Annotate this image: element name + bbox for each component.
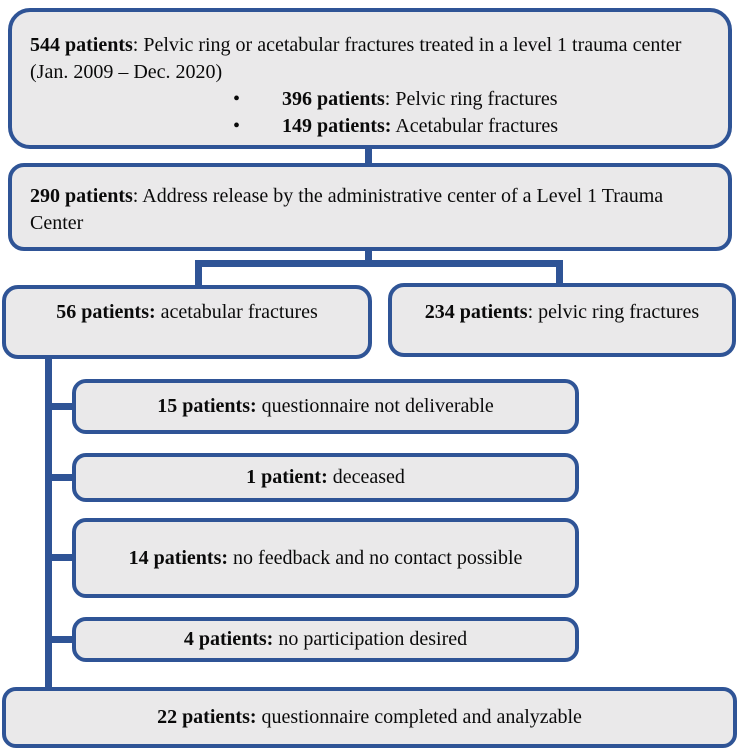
bullet-text: 149 patients: Acetabular fractures: [282, 113, 558, 140]
connector-stub-no-participation: [50, 636, 74, 643]
exclusion-text: 1 patient: deceased: [246, 464, 405, 491]
patient-count: 396 patients: [282, 88, 385, 110]
bullet-text: 396 patients: Pelvic ring fractures: [282, 86, 558, 113]
patient-desc: questionnaire not deliverable: [256, 395, 494, 417]
patient-count: 290 patients: [30, 185, 133, 207]
patient-count: 14 patients:: [128, 546, 229, 569]
connector-total-to-release: [365, 147, 372, 165]
patient-count: 1 patient:: [246, 466, 328, 488]
final-text: 22 patients: questionnaire completed and…: [157, 704, 582, 731]
connector-split-right-drop: [556, 260, 563, 285]
box-deceased: 1 patient: deceased: [72, 453, 579, 502]
patient-desc: acetabular fractures: [155, 301, 318, 323]
box-pelvic-ring-fractures: 234 patients: pelvic ring fractures: [388, 283, 736, 357]
connector-stub-not-deliverable: [50, 403, 74, 410]
patient-desc: : Pelvic ring or acetabular fractures tr…: [30, 34, 682, 83]
box-no-feedback-no-contact: 14 patients: no feedback and no contact …: [72, 518, 579, 598]
box-questionnaire-not-deliverable: 15 patients: questionnaire not deliverab…: [72, 379, 579, 434]
patient-desc: no participation desired: [273, 628, 468, 650]
box-enrollment-total: 544 patients: Pelvic ring or acetabular …: [8, 8, 732, 149]
connector-stub-no-feedback: [50, 554, 74, 561]
patient-count: 149 patients:: [282, 115, 392, 137]
connector-stub-deceased: [50, 474, 74, 481]
patient-count: 234 patients: [424, 301, 528, 323]
exclusion-text: 14 patients: no feedback and no contact …: [129, 545, 523, 572]
patient-desc: deceased: [327, 466, 405, 488]
connector-split-bar: [195, 260, 563, 267]
patient-desc: : Address release by the administrative …: [30, 185, 664, 234]
patient-desc: : pelvic ring fractures: [527, 301, 700, 323]
connector-split-left-drop: [195, 260, 202, 287]
patient-count: 15 patients:: [157, 395, 257, 417]
patient-desc: : Pelvic ring fractures: [384, 88, 558, 110]
bullet-icon: •: [233, 115, 241, 137]
box-no-participation-desired: 4 patients: no participation desired: [72, 617, 579, 662]
box-address-release: 290 patients: Address release by the adm…: [8, 163, 732, 251]
list-item: • 149 patients: Acetabular fractures: [233, 113, 708, 140]
patient-desc: Acetabular fractures: [391, 115, 559, 137]
bullet-icon: •: [233, 88, 241, 110]
patient-count: 22 patients:: [157, 706, 257, 728]
exclusion-text: 15 patients: questionnaire not deliverab…: [157, 393, 494, 420]
patient-desc: questionnaire completed and analyzable: [256, 706, 582, 728]
box-questionnaire-completed: 22 patients: questionnaire completed and…: [2, 687, 737, 748]
box-acetabular-fractures: 56 patients: acetabular fractures: [2, 285, 372, 359]
patient-count: 544 patients: [30, 34, 133, 56]
patient-desc: no feedback and no contact possible: [228, 546, 523, 569]
patient-count: 56 patients:: [56, 301, 156, 323]
list-item: • 396 patients: Pelvic ring fractures: [233, 86, 708, 113]
exclusion-text: 4 patients: no participation desired: [184, 626, 467, 653]
connector-release-stub: [365, 249, 372, 263]
connector-exclusion-trunk: [45, 357, 52, 689]
patient-count: 4 patients:: [183, 628, 274, 650]
enrollment-total-text: 544 patients: Pelvic ring or acetabular …: [30, 32, 708, 86]
enrollment-breakdown-list: • 396 patients: Pelvic ring fractures • …: [233, 86, 708, 140]
